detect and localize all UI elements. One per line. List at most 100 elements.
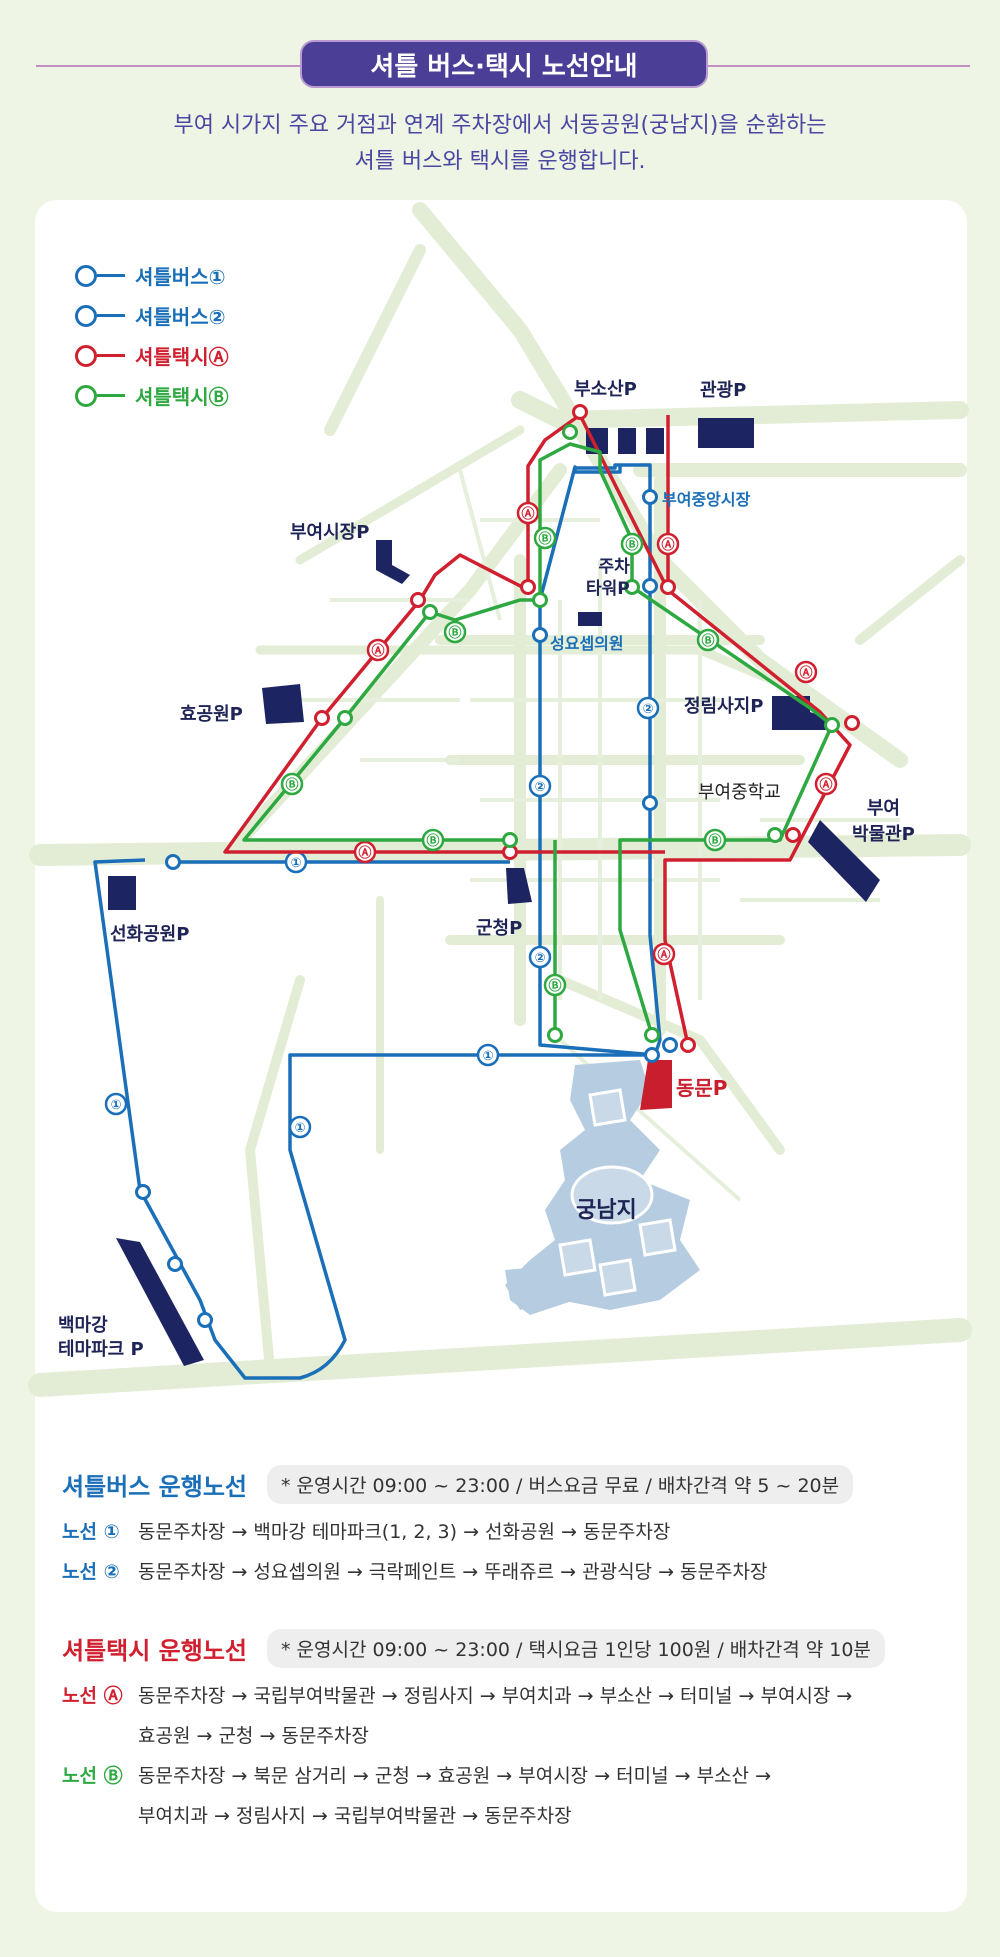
taxi-a-route-badge	[814, 772, 838, 796]
legend-swatch-icon	[75, 385, 127, 407]
route-text: 동문주차장 → 성요셉의원 → 극락페인트 → 뚜래쥬르 → 관광식당 → 동문…	[138, 1561, 768, 1583]
stop-marker	[167, 1256, 183, 1272]
bus-route-2: 노선 ② 동문주차장 → 성요셉의원 → 극락페인트 → 뚜래쥬르 → 관광식당…	[62, 1552, 962, 1592]
taxi-a-route-badge	[516, 501, 540, 525]
label-gungnamji: 궁남지	[576, 1198, 637, 1223]
stop-marker	[314, 710, 330, 726]
stop-marker	[662, 1037, 678, 1053]
label-baekmagang-parking: 백마강 테마파크 P	[58, 1315, 144, 1360]
bus-route-1-line	[93, 858, 658, 1380]
taxi-info: 셔틀택시 운행노선 * 운영시간 09:00 ~ 23:00 / 택시요금 1인…	[62, 1626, 962, 1836]
intro-line-2: 셔틀 버스와 택시를 운행합니다.	[354, 149, 646, 174]
legend-label: 셔틀버스①	[135, 264, 226, 289]
stop-marker	[165, 854, 181, 870]
stop-marker	[562, 424, 578, 440]
stop-marker	[547, 1027, 563, 1043]
bus-route-1-badge-label: ①	[482, 1049, 493, 1064]
stop-marker	[532, 592, 548, 608]
label-hyogongwon-parking: 효공원P	[180, 704, 243, 725]
bus-route-2-badge	[528, 945, 552, 969]
bus-route-2-badge	[636, 696, 660, 720]
legend-item: 셔틀택시Ⓑ	[75, 375, 229, 415]
label-jeongnimsaji-parking: 정림사지P	[684, 696, 764, 717]
route-text: 동문주차장 → 백마강 테마파크(1, 2, 3) → 선화공원 → 동문주차장	[138, 1521, 671, 1543]
stop-marker	[785, 827, 801, 843]
taxi-b-route-badge-label: Ⓑ	[625, 537, 638, 553]
stop-marker	[532, 627, 548, 643]
label-buyeo-market-parking: 부여시장P	[290, 522, 370, 543]
pond-island	[558, 1088, 677, 1297]
taxi-b-route-badge-label: Ⓑ	[448, 625, 461, 641]
taxi-b-route-badge	[533, 526, 557, 550]
label-busosan-parking: 부소산P	[574, 379, 637, 400]
route-text: 동문주차장 → 국립부여박물관 → 정림사지 → 부여치과 → 부소산 → 터미…	[138, 1676, 962, 1756]
taxi-b-route-badge	[543, 973, 567, 997]
taxi-a-route-badge-label: Ⓐ	[521, 506, 534, 522]
stop-marker	[337, 710, 353, 726]
stop-marker	[502, 832, 518, 848]
taxi-a-route-badge-label: Ⓐ	[819, 777, 832, 793]
taxi-route-b: 노선 Ⓑ 동문주차장 → 북문 삼거리 → 군청 → 효공원 → 부여시장 → …	[62, 1756, 962, 1836]
stop-marker	[642, 795, 658, 811]
label-dongmun-parking: 동문P	[676, 1076, 728, 1100]
route-text-line: 부여치과 → 정림사지 → 국립부여박물관 → 동문주차장	[138, 1805, 572, 1827]
label-parking-tower: 주차 타워P	[586, 557, 630, 599]
bus-route-1-badge	[476, 1043, 500, 1067]
bus-info: 셔틀버스 운행노선 * 운영시간 09:00 ~ 23:00 / 버스요금 무료…	[62, 1462, 962, 1592]
legend-label: 셔틀버스②	[135, 304, 226, 329]
page-title: 셔틀 버스·택시 노선안내	[300, 40, 708, 88]
stop-marker	[844, 715, 860, 731]
legend-item: 셔틀버스②	[75, 295, 229, 335]
stop-marker	[135, 1184, 151, 1200]
dongmun-parking-block	[640, 1060, 672, 1110]
taxi-a-route-badge	[656, 532, 680, 556]
stop-marker	[660, 579, 676, 595]
stop-marker	[572, 404, 588, 420]
bus-route-1-badge-label: ①	[110, 1098, 121, 1113]
route-tag: 노선 Ⓑ	[62, 1765, 123, 1787]
taxi-b-route-badge-label: Ⓑ	[701, 633, 714, 649]
taxi-b-route-badge-label: Ⓑ	[708, 833, 721, 849]
stop-marker	[422, 604, 438, 620]
taxi-a-route-badge-label: Ⓐ	[358, 845, 371, 861]
label-museum-parking: 부여 박물관P	[852, 798, 915, 845]
taxi-a-route-badge	[353, 840, 377, 864]
bus-route-2-badge-label: ②	[534, 951, 545, 966]
bus-route-2-badge-label: ②	[534, 780, 545, 795]
taxi-b-route-badge-label: Ⓑ	[426, 833, 439, 849]
taxi-b-route-badge	[696, 628, 720, 652]
stop-marker	[680, 1037, 696, 1053]
taxi-b-route-badge-label: Ⓑ	[548, 978, 561, 994]
taxi-a-route-badge-label: Ⓐ	[799, 665, 812, 681]
bus-route-2-line-top	[573, 466, 622, 474]
legend: 셔틀버스① 셔틀버스② 셔틀택시Ⓐ 셔틀택시Ⓑ	[75, 255, 229, 415]
legend-item: 셔틀택시Ⓐ	[75, 335, 229, 375]
label-central-market: 부여중앙시장	[662, 490, 751, 509]
label-seongyo-clinic: 성요셉의원	[550, 634, 624, 653]
bus-route-1-badge	[288, 1115, 312, 1139]
route-tag: 노선 ①	[62, 1521, 120, 1543]
taxi-a-route-badge	[652, 942, 676, 966]
intro-text: 부여 시가지 주요 거점과 연계 주차장에서 서동공원(궁남지)을 순환하는 셔…	[0, 108, 1000, 180]
label-gwangwang-parking: 관광P	[700, 380, 747, 401]
taxi-b-route-badge	[620, 532, 644, 556]
legend-swatch-icon	[75, 345, 127, 367]
taxi-a-route-badge-label: Ⓐ	[371, 643, 384, 659]
route-tag: 노선 Ⓐ	[62, 1685, 123, 1707]
stop-marker	[824, 717, 840, 733]
label-seonhwa-parking: 선화공원P	[110, 924, 190, 945]
legend-label: 셔틀택시Ⓑ	[135, 384, 229, 409]
taxi-route-a: 노선 Ⓐ 동문주차장 → 국립부여박물관 → 정림사지 → 부여치과 → 부소산…	[62, 1676, 962, 1756]
taxi-b-route-badge-label: Ⓑ	[538, 531, 551, 547]
bus-route-1-badge-label: ①	[290, 856, 301, 871]
route-text-line: 동문주차장 → 북문 삼거리 → 군청 → 효공원 → 부여시장 → 터미널 →…	[138, 1765, 771, 1787]
taxi-b-route-badge	[421, 828, 445, 852]
taxi-a-route-badge-label: Ⓐ	[657, 947, 670, 963]
stop-marker	[520, 579, 536, 595]
bus-route-1-badge	[104, 1092, 128, 1116]
bus-route-2-badge-label: ②	[642, 702, 653, 717]
legend-swatch-icon	[75, 265, 127, 287]
taxi-a-route-line	[223, 413, 852, 1046]
